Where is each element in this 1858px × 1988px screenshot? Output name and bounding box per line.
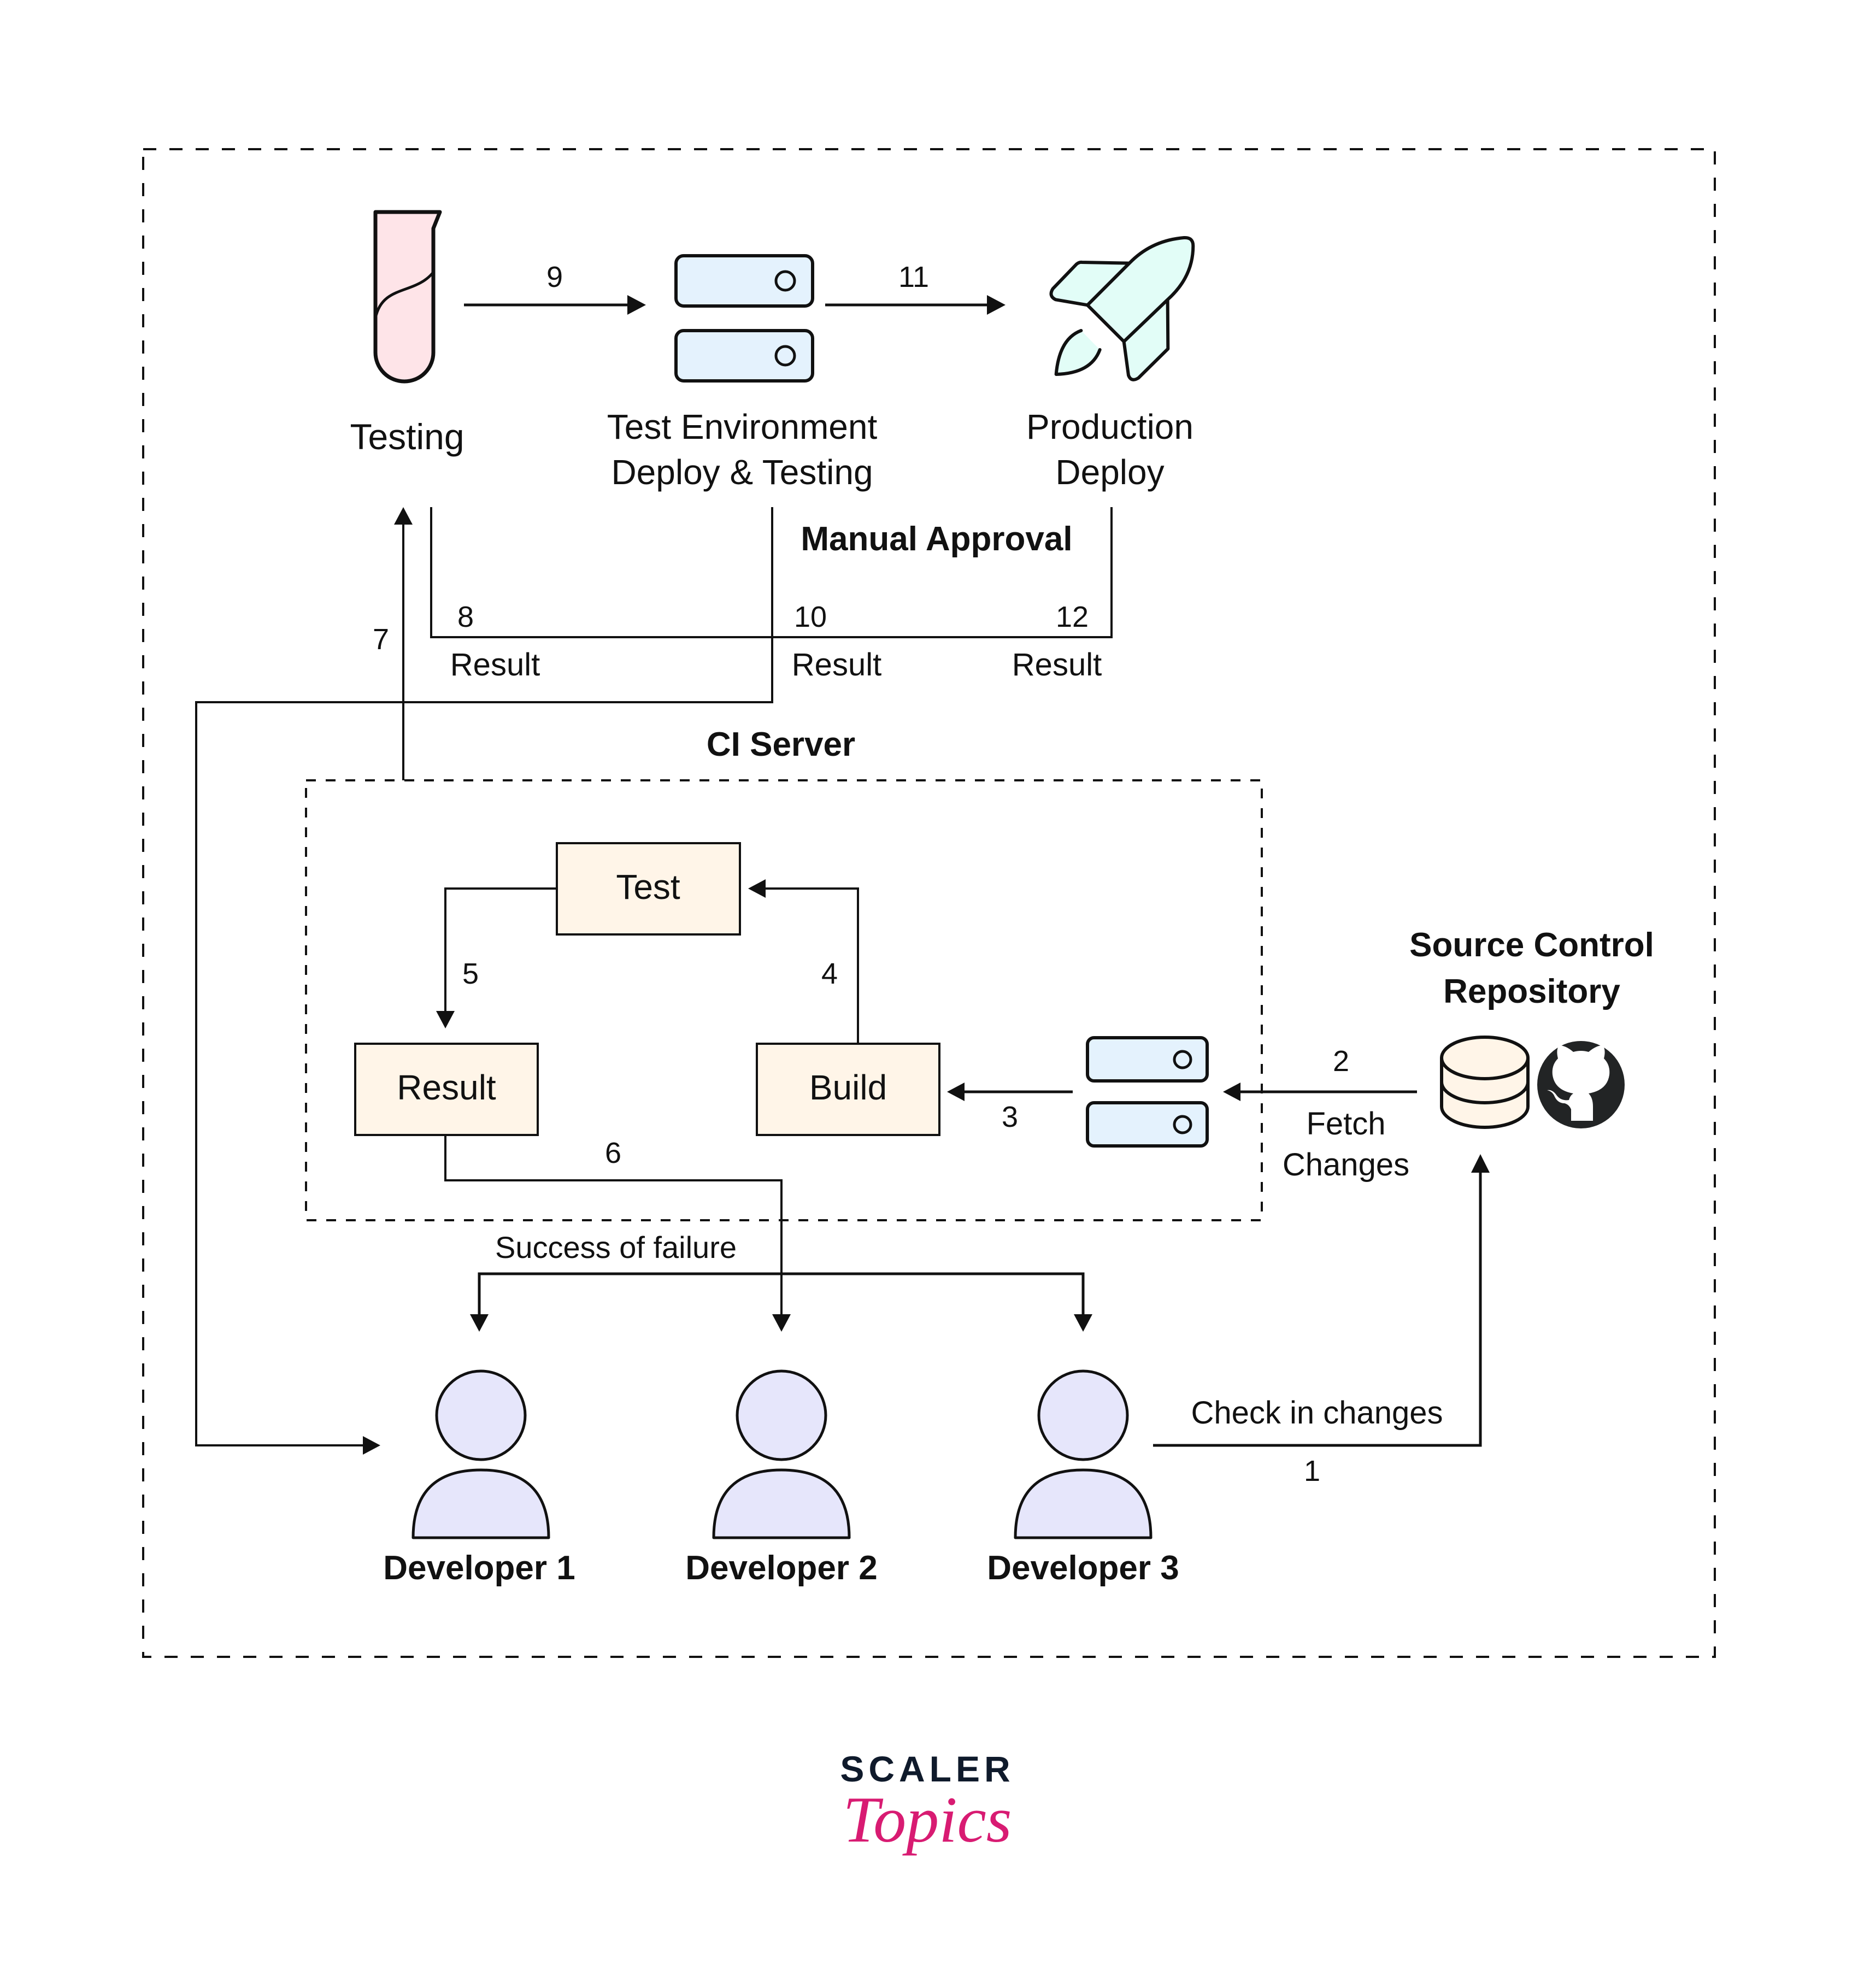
source-control-title-1: Source Control [1409,926,1654,964]
arrow-2 [1223,1083,1417,1101]
step-8-result: Result [450,647,540,683]
test-env-label-2: Deploy & Testing [611,452,873,492]
developer-1-label: Developer 1 [383,1549,575,1587]
outer-frame [142,148,1716,1658]
fetch-label-1: Fetch [1306,1106,1385,1142]
test-tube-icon [373,210,442,384]
source-control-title-2: Repository [1443,973,1620,1010]
logo-scaler: SCALER [840,1749,1014,1789]
arrow-4 [748,879,859,1044]
developer-3-label: Developer 3 [987,1549,1179,1587]
developer-3-avatar [1014,1369,1153,1539]
ci-build-box: Build [756,1043,940,1136]
ci-result-label: Result [397,1068,496,1107]
arrow-5 [436,887,557,1028]
arrow-3 [947,1083,1073,1101]
manual-approval-label: Manual Approval [801,520,1072,558]
ci-server-title: CI Server [707,726,855,763]
step-5-label: 5 [462,957,479,990]
developer-2-label: Developer 2 [685,1549,878,1587]
server-icon [674,254,814,383]
step-9-label: 9 [546,261,563,293]
github-icon [1537,1041,1625,1128]
arrow-11 [825,295,1006,315]
check-in-label: Check in changes [1191,1395,1443,1431]
step-12-result: Result [1012,647,1102,683]
step-12-label: 12 [1056,601,1089,633]
arrow-9 [464,295,646,315]
testing-label: Testing [350,416,464,457]
logo-topics: Topics [843,1783,1012,1856]
arrow-6 [444,1135,791,1332]
step-3-label: 3 [1002,1101,1018,1133]
ci-test-label: Test [616,867,680,907]
step-10-result: Result [792,647,881,683]
ci-build-label: Build [809,1068,887,1107]
notify-branches [470,1272,1092,1332]
production-label-2: Deploy [1055,452,1164,492]
arrow-1 [1153,1154,1490,1447]
fetch-label-2: Changes [1283,1147,1409,1183]
step-2-label: 2 [1333,1045,1349,1078]
developer-1-avatar [411,1369,550,1539]
rocket-icon [1049,236,1195,381]
step-6-label: 6 [605,1137,621,1169]
developer-2-avatar [712,1369,851,1539]
production-label-1: Production [1026,407,1193,446]
step-1-label: 1 [1304,1455,1320,1487]
scaler-topics-logo: SCALER Topics [840,1749,1014,1856]
step-10-label: 10 [794,601,827,633]
ci-result-box: Result [354,1043,539,1136]
success-failure-label: Success of failure [495,1230,737,1264]
step-8-label: 8 [457,601,474,633]
test-env-label-1: Test Environment [607,407,878,446]
ci-server-frame [305,779,1263,1221]
result-feedback-lines [195,507,1113,1455]
step-7-label: 7 [373,623,389,656]
step-4-label: 4 [821,957,838,990]
database-icon [1440,1036,1530,1129]
ci-test-box: Test [556,842,741,936]
arrow-7 [394,507,413,780]
ci-server-icon [1086,1036,1209,1148]
step-11-label: 11 [898,261,929,293]
